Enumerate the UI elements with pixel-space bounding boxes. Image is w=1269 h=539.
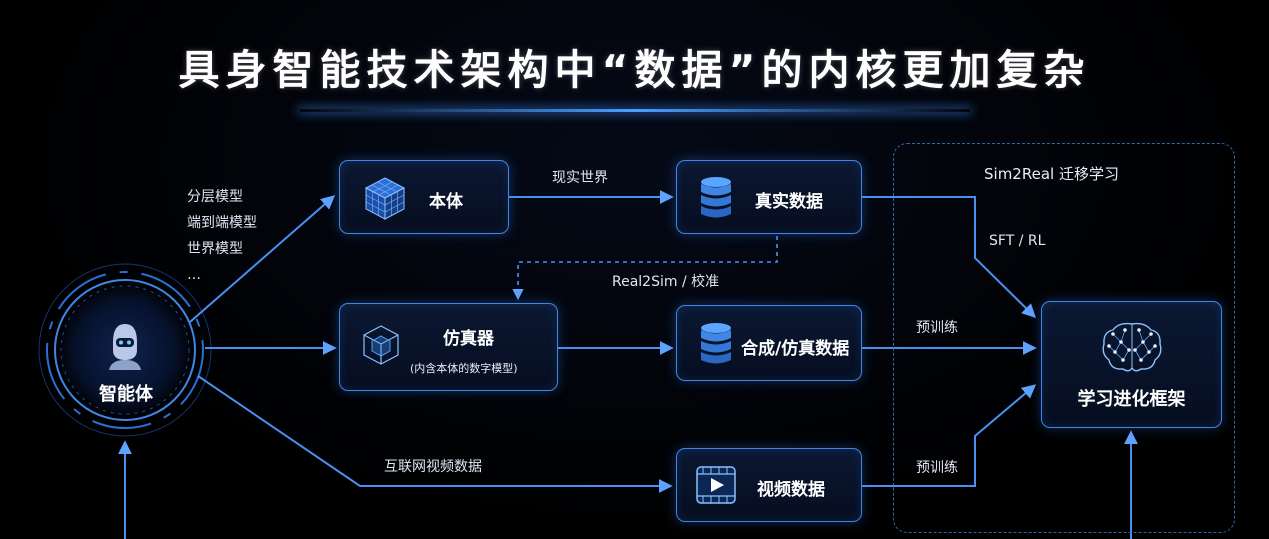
real-data-label: 真实数据 bbox=[755, 192, 823, 212]
model-type-item: 分层模型 bbox=[187, 189, 243, 205]
edge-real-to-simulator bbox=[512, 236, 778, 301]
edge-agent-to-ontology bbox=[189, 195, 336, 323]
database-icon bbox=[701, 177, 731, 218]
real-data-node: 真实数据 bbox=[676, 160, 862, 234]
edge-video-to-learning bbox=[862, 384, 1037, 487]
video-data-label: 视频数据 bbox=[757, 480, 825, 500]
edge-agent-to-video bbox=[197, 375, 673, 493]
wireframe-cube-icon bbox=[363, 325, 399, 365]
page-title: 具身智能技术架构中“数据”的内核更加复杂 bbox=[178, 46, 1091, 94]
synthetic-data-label: 合成/仿真数据 bbox=[741, 339, 850, 359]
edge-label-real-world: 现实世界 bbox=[552, 170, 608, 186]
title-underline-glow bbox=[300, 109, 970, 112]
video-play-icon bbox=[696, 466, 736, 504]
database-icon bbox=[701, 323, 731, 364]
learning-framework-label: 学习进化框架 bbox=[1077, 389, 1186, 410]
edge-label-sft-rl: SFT / RL bbox=[989, 233, 1046, 249]
sim2real-group-title: Sim2Real 迁移学习 bbox=[984, 165, 1119, 183]
simulator-label: 仿真器 bbox=[443, 329, 494, 349]
edge-label-real2sim: Real2Sim / 校准 bbox=[612, 274, 720, 290]
brain-network-icon bbox=[1102, 322, 1162, 372]
model-type-item: … bbox=[187, 267, 201, 283]
edge-label-internet-video: 互联网视频数据 bbox=[384, 459, 482, 475]
agent-label: 智能体 bbox=[99, 384, 153, 405]
ontology-label: 本体 bbox=[429, 192, 463, 212]
model-type-item: 端到端模型 bbox=[187, 215, 257, 231]
model-type-list: 分层模型 端到端模型 世界模型 … bbox=[187, 184, 257, 288]
synthetic-data-node: 合成/仿真数据 bbox=[676, 305, 862, 381]
learning-framework-node bbox=[1041, 301, 1222, 428]
edge-label-pretrain: 预训练 bbox=[916, 460, 958, 476]
simulator-node: 仿真器 (内含本体的数字模型) bbox=[339, 303, 558, 391]
simulator-sublabel: (内含本体的数字模型) bbox=[410, 362, 518, 375]
edge-real-to-learning bbox=[862, 196, 1036, 318]
model-type-item: 世界模型 bbox=[187, 241, 243, 257]
video-data-node: 视频数据 bbox=[676, 448, 862, 522]
sim2real-group bbox=[893, 143, 1235, 533]
robot-head-icon bbox=[109, 324, 141, 370]
cube-grid-icon bbox=[364, 177, 406, 220]
ontology-node: 本体 bbox=[339, 160, 509, 234]
edge-label-pretrain: 预训练 bbox=[916, 320, 958, 336]
